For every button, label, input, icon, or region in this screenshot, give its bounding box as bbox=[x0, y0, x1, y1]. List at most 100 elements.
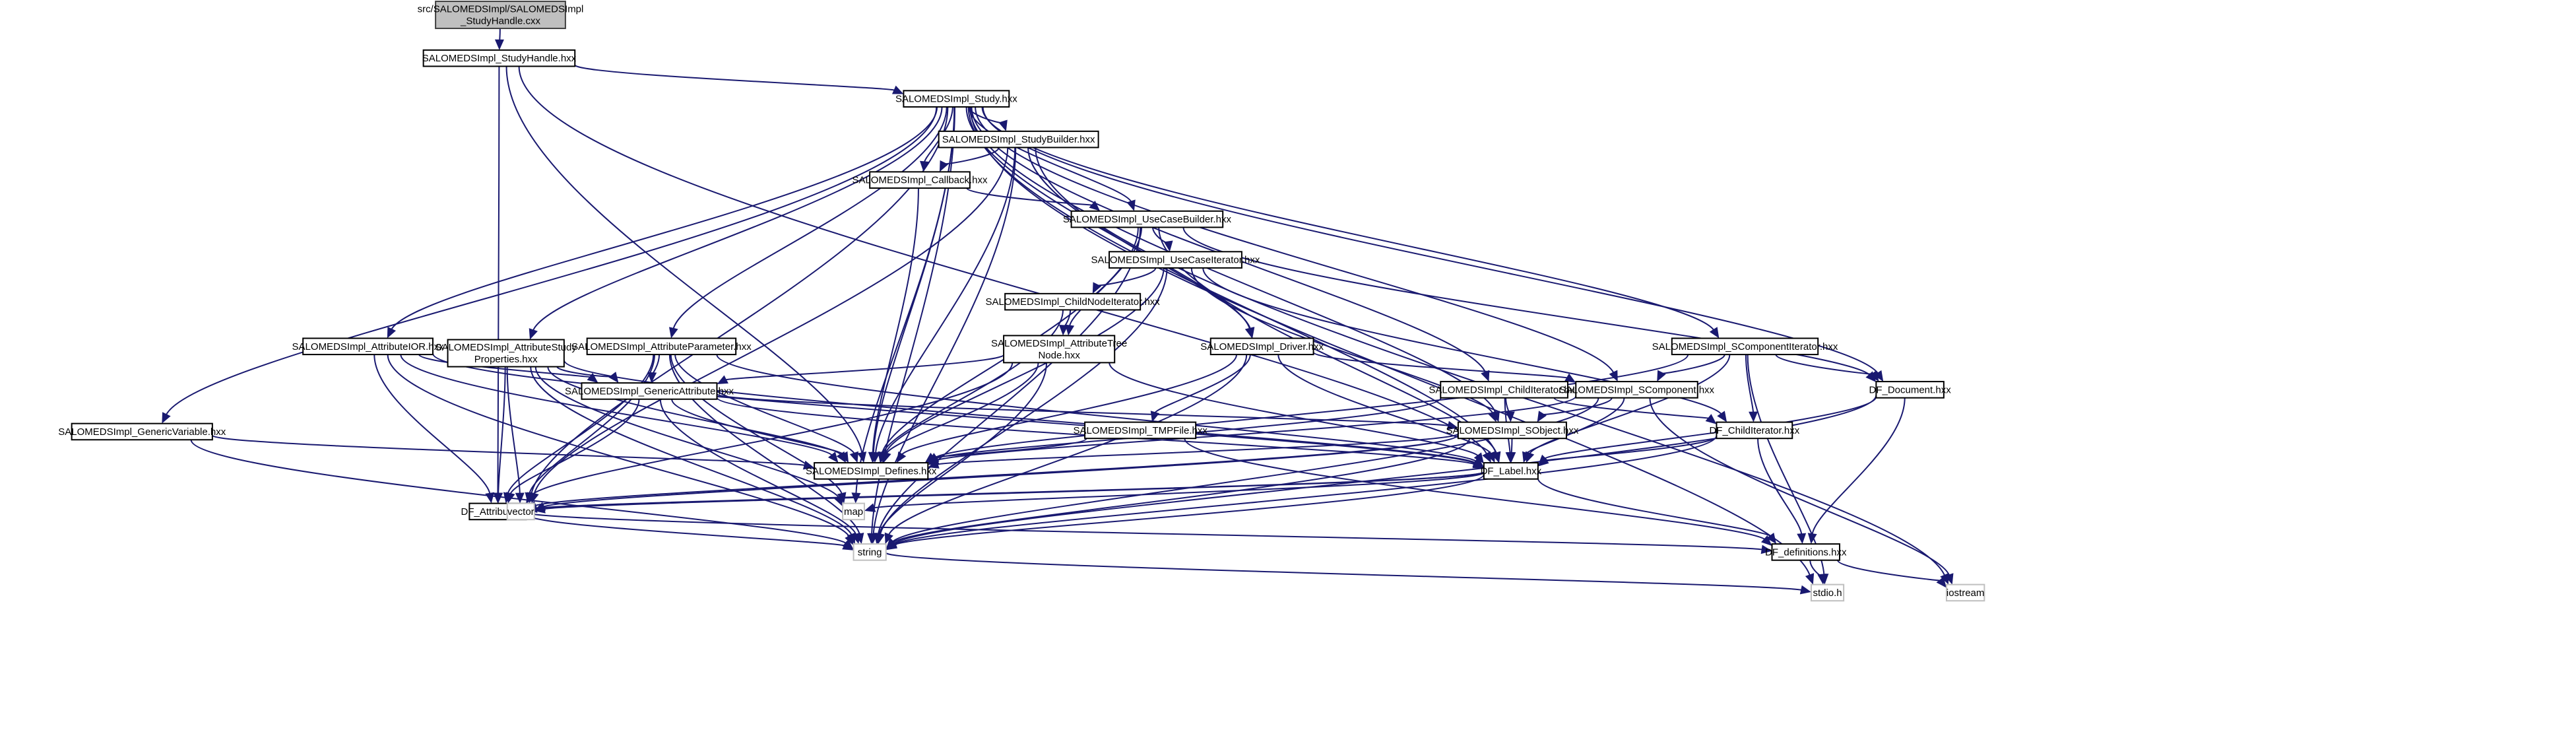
arrowhead-driver-to-df_label bbox=[1486, 451, 1495, 463]
edge-string-to-stdio bbox=[885, 552, 1803, 591]
node-attributestudyprops[interactable]: SALOMEDSImpl_AttributeStudyProperties.hx… bbox=[435, 339, 577, 368]
edge-scomponentiterator-to-df_document bbox=[1775, 354, 1875, 375]
node-label: SALOMEDSImpl_StudyHandle.hxx bbox=[422, 53, 577, 64]
edge-df_document-to-df_label bbox=[1543, 396, 1877, 459]
edge-tmpfile-to-df_definitions bbox=[1184, 438, 1766, 541]
node-scomponent[interactable]: SALOMEDSImpl_SComponent.hxx bbox=[1559, 381, 1715, 399]
node-box bbox=[447, 339, 565, 368]
node-label: map bbox=[844, 506, 863, 517]
edge-usecaseiterator-to-sobject bbox=[1190, 267, 1494, 415]
arrowhead-attributetreenode-to-defines bbox=[882, 451, 891, 463]
node-study[interactable]: SALOMEDSImpl_Study.hxx bbox=[895, 90, 1017, 108]
arrowhead-study-to-scomponentiterator bbox=[1709, 327, 1720, 339]
node-label: SALOMEDSImpl_StudyBuilder.hxx bbox=[942, 134, 1095, 145]
edge-childnodeiterator-to-defines bbox=[882, 310, 1064, 454]
edge-attributeparameter-to-df_attribute bbox=[507, 354, 655, 495]
edge-attributeior-to-defines bbox=[400, 354, 833, 456]
edge-studyhandle-to-df_attribute bbox=[497, 66, 500, 494]
node-attributeparameter[interactable]: SALOMEDSImpl_AttributeParameter.hxx bbox=[571, 337, 752, 356]
arrowhead-attributestudyprops-to-genericattribute bbox=[608, 372, 619, 384]
arrowhead-driver-to-string bbox=[884, 532, 893, 545]
edge-df_attribute-to-df_definitions bbox=[525, 512, 1763, 550]
arrowhead-study-to-scomponent bbox=[1609, 370, 1618, 382]
node-df-document[interactable]: DF_Document.hxx bbox=[1869, 381, 1951, 399]
node-label: SALOMEDSImpl_GenericVariable.hxx bbox=[58, 426, 226, 438]
edge-attributeparameter-to-df_label bbox=[716, 354, 1477, 462]
node-label: DF_definitions.hxx bbox=[1765, 547, 1847, 558]
edge-scomponentiterator-to-df_label bbox=[1528, 354, 1731, 455]
node-sobject[interactable]: SALOMEDSImpl_SObject.hxx bbox=[1446, 421, 1579, 440]
node-genericattribute[interactable]: SALOMEDSImpl_GenericAttribute.hxx bbox=[565, 382, 734, 400]
edge-attributeparameter-to-vector bbox=[529, 354, 655, 495]
edge-usecaseiterator-to-defines bbox=[884, 267, 1165, 454]
node-genericvariable[interactable]: SALOMEDSImpl_GenericVariable.hxx bbox=[58, 422, 226, 441]
node-usecaseiterator[interactable]: SALOMEDSImpl_UseCaseIterator.hxx bbox=[1091, 251, 1260, 269]
node-callback[interactable]: SALOMEDSImpl_Callback.hxx bbox=[852, 171, 988, 189]
arrowhead-studybuilder-to-driver bbox=[1245, 327, 1255, 339]
node-label: SALOMEDSImpl_Defines.hxx bbox=[806, 465, 937, 477]
node-vector[interactable]: vector bbox=[506, 502, 535, 521]
node-box bbox=[903, 90, 1010, 108]
arrowhead-scomponent-to-iostream bbox=[1945, 573, 1954, 585]
arrowhead-sobject-to-defines bbox=[928, 459, 940, 469]
edge-sobject-to-vector bbox=[542, 434, 1459, 508]
node-df-label[interactable]: DF_Label.hxx bbox=[1481, 462, 1542, 480]
edge-usecasebuilder-to-string bbox=[877, 227, 1142, 535]
node-childiterator[interactable]: SALOMEDSImpl_ChildIterator.hxx bbox=[1429, 381, 1580, 399]
node-box bbox=[938, 130, 1099, 149]
edge-attributestudyprops-to-df_attribute bbox=[498, 366, 506, 494]
node-box bbox=[1209, 337, 1314, 356]
edge-genericattribute-to-df_attribute bbox=[509, 399, 640, 495]
node-stdio[interactable]: stdio.h bbox=[1810, 584, 1845, 602]
node-box bbox=[506, 502, 535, 521]
arrowhead-df_definitions-to-stdio bbox=[1817, 573, 1827, 585]
node-attributeior[interactable]: SALOMEDSImpl_AttributeIOR.hxx bbox=[292, 337, 445, 356]
node-df-childiterator[interactable]: DF_ChildIterator.hxx bbox=[1709, 421, 1800, 440]
edge-study-to-genericvariable bbox=[165, 106, 938, 416]
arrowhead-df_label-to-df_definitions bbox=[1766, 533, 1777, 545]
node-label: DF_Document.hxx bbox=[1869, 384, 1951, 395]
arrowhead-df_childiterator-to-df_label bbox=[1537, 455, 1549, 467]
node-label: DF_Label.hxx bbox=[1481, 465, 1542, 477]
node-label: SALOMEDSImpl_AttributeTree bbox=[991, 338, 1127, 349]
edge-study-to-vector bbox=[531, 106, 949, 495]
node-map[interactable]: map bbox=[842, 502, 865, 521]
edge-callback-to-defines bbox=[872, 187, 919, 454]
node-label: string bbox=[858, 547, 882, 558]
node-iostream[interactable]: iostream bbox=[1945, 584, 1985, 602]
node-defines[interactable]: SALOMEDSImpl_Defines.hxx bbox=[806, 462, 937, 480]
node-studyhandle[interactable]: SALOMEDSImpl_StudyHandle.hxx bbox=[422, 49, 577, 67]
node-box bbox=[422, 49, 576, 67]
arrowhead-callback-to-usecasebuilder bbox=[1089, 201, 1101, 211]
arrowhead-callback-to-defines bbox=[868, 451, 878, 463]
edge-df_childiterator-to-df_definitions bbox=[1757, 438, 1803, 535]
node-studybuilder[interactable]: SALOMEDSImpl_StudyBuilder.hxx bbox=[938, 130, 1099, 149]
arrowhead-df_label-to-vector bbox=[534, 504, 546, 514]
node-label: SALOMEDSImpl_SComponentIterator.hxx bbox=[1652, 341, 1838, 352]
node-tmpfile[interactable]: SALOMEDSImpl_TMPFile.hxx bbox=[1073, 421, 1208, 440]
arrowhead-study-to-callback bbox=[919, 160, 929, 172]
arrowhead-genericattribute-to-defines bbox=[839, 451, 849, 463]
edge-df_childiterator-to-string bbox=[893, 435, 1718, 545]
node-box bbox=[1070, 210, 1224, 228]
edge-df_label-to-map bbox=[873, 471, 1485, 509]
node-box bbox=[1084, 421, 1197, 440]
node-box bbox=[1003, 335, 1116, 364]
node-string[interactable]: string bbox=[853, 543, 887, 561]
node-box bbox=[435, 1, 566, 30]
node-scomponentiterator[interactable]: SALOMEDSImpl_SComponentIterator.hxx bbox=[1652, 337, 1838, 356]
node-childnodeiterator[interactable]: SALOMEDSImpl_ChildNodeIterator.hxx bbox=[986, 292, 1161, 311]
edge-scomponent-to-sobject bbox=[1541, 397, 1613, 415]
arrowhead-tmpfile-to-df_definitions bbox=[1760, 535, 1772, 547]
edge-sobject-to-df_label bbox=[1510, 438, 1513, 455]
edge-attributetreenode-to-defines bbox=[886, 362, 1039, 455]
node-usecasebuilder[interactable]: SALOMEDSImpl_UseCaseBuilder.hxx bbox=[1063, 210, 1232, 228]
node-driver[interactable]: SALOMEDSImpl_Driver.hxx bbox=[1200, 337, 1324, 356]
node-df-definitions[interactable]: DF_definitions.hxx bbox=[1765, 543, 1847, 561]
arrowhead-genericattribute-to-string bbox=[851, 532, 860, 545]
arrowhead-df_childiterator-to-df_definitions bbox=[1797, 533, 1807, 545]
edge-attributestudyprops-to-vector bbox=[506, 366, 521, 494]
arrowhead-attributetreenode-to-df_label bbox=[1473, 452, 1484, 464]
arrowhead-df_attribute-to-df_definitions bbox=[1760, 545, 1772, 554]
